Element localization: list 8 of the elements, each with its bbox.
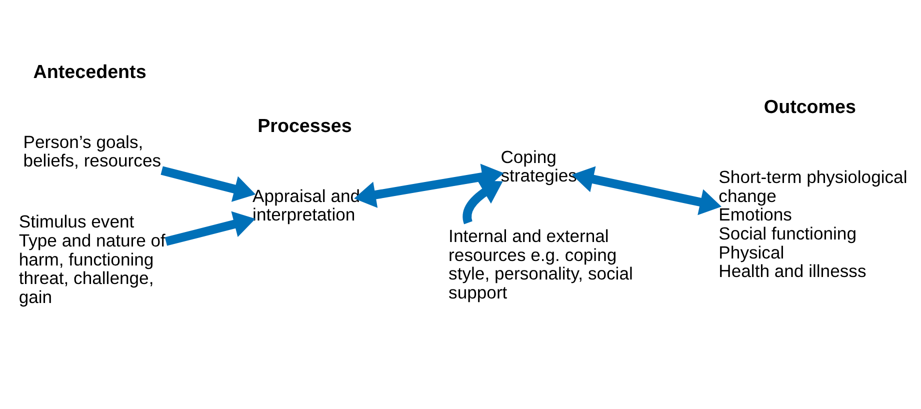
label: Antecedents [33, 60, 146, 82]
label: Processes [258, 114, 352, 136]
label: Outcomes [764, 95, 856, 116]
node-text: Stimulus event Type and nature of harm, functioning threat, challenge, gain [18, 211, 166, 306]
node-text: Person’s goals, beliefs, resources [23, 131, 162, 170]
node-text: Coping strategies [500, 146, 577, 186]
node-text: Short-term physiological change Emotions Social functioning Physical Health and illnesss [718, 166, 908, 281]
node-text: Internal and external resources e.g. coping style, personality, social support [448, 226, 633, 302]
